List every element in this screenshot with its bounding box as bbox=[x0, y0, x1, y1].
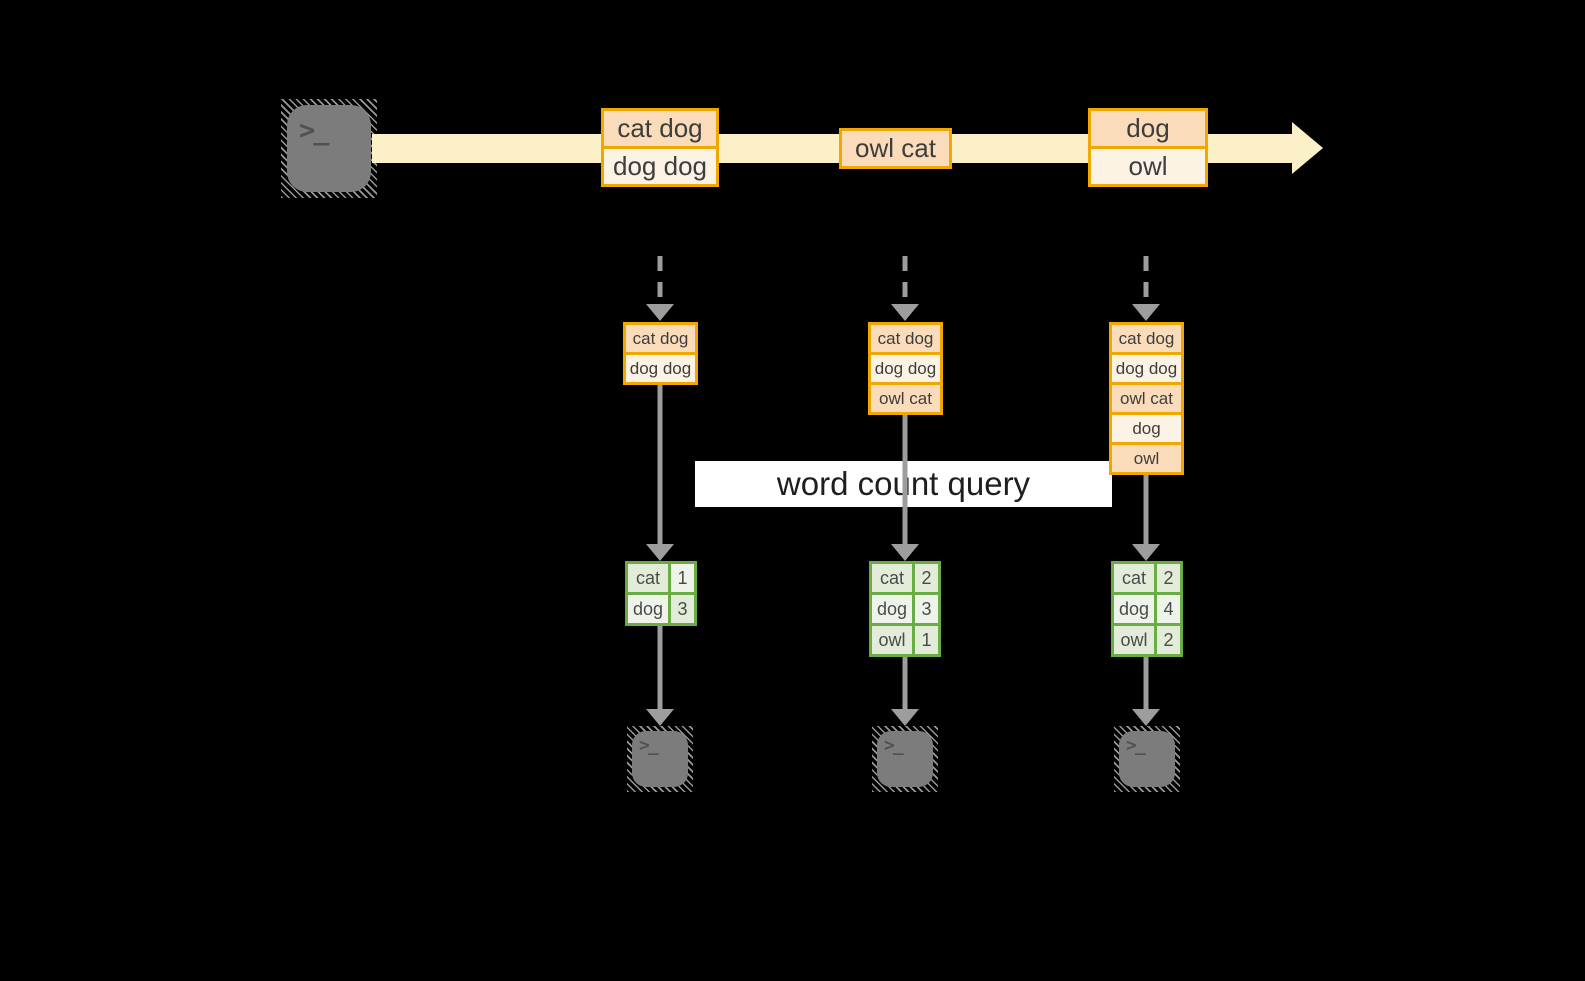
count-cell: 3 bbox=[671, 595, 694, 623]
count-cell: 4 bbox=[1157, 595, 1180, 623]
sink-terminal-icon-1: >_ bbox=[627, 726, 693, 792]
stream-batch-1: cat dog dog dog bbox=[601, 108, 719, 187]
trigger-arrow-2 bbox=[891, 256, 919, 321]
terminal-screen bbox=[877, 731, 933, 787]
input-row: owl bbox=[1109, 442, 1184, 475]
input-row: owl cat bbox=[868, 382, 943, 415]
stream-record: owl bbox=[1088, 146, 1208, 187]
source-terminal-icon: >_ bbox=[281, 99, 377, 198]
arrow-head-icon bbox=[891, 544, 919, 561]
arrow-head-icon bbox=[1132, 544, 1160, 561]
terminal-prompt-icon: >_ bbox=[299, 115, 329, 146]
input-row: cat dog bbox=[1109, 322, 1184, 355]
terminal-screen bbox=[1119, 731, 1175, 787]
input-table-2: cat dog dog dog owl cat bbox=[868, 322, 943, 415]
word-cell: dog bbox=[628, 595, 668, 623]
input-row: cat dog bbox=[623, 322, 698, 355]
stream-batch-3: dog owl bbox=[1088, 108, 1208, 187]
count-cell: 2 bbox=[1157, 564, 1180, 592]
stream-record: dog dog bbox=[601, 146, 719, 187]
terminal-prompt-icon: >_ bbox=[639, 735, 659, 756]
query-arrow-1 bbox=[646, 385, 674, 561]
input-table-1: cat dog dog dog bbox=[623, 322, 698, 385]
arrow-head-icon bbox=[646, 709, 674, 726]
trigger-arrow-3 bbox=[1132, 256, 1160, 321]
stream-record: owl cat bbox=[839, 128, 952, 169]
arrow-head-icon bbox=[646, 544, 674, 561]
input-row: dog bbox=[1109, 412, 1184, 445]
input-row: dog dog bbox=[1109, 352, 1184, 385]
terminal-prompt-icon: >_ bbox=[884, 735, 904, 756]
sink-terminal-icon-2: >_ bbox=[872, 726, 938, 792]
terminal-prompt-icon: >_ bbox=[1126, 735, 1146, 756]
arrow-head-icon bbox=[646, 304, 674, 321]
terminal-screen bbox=[287, 105, 371, 192]
stream-batch-2: owl cat bbox=[839, 128, 952, 169]
input-row: cat dog bbox=[868, 322, 943, 355]
input-table-3: cat dog dog dog owl cat dog owl bbox=[1109, 322, 1184, 475]
count-cell: 2 bbox=[1157, 626, 1180, 654]
terminal-screen bbox=[632, 731, 688, 787]
arrow-head-icon bbox=[1132, 304, 1160, 321]
word-cell: dog bbox=[872, 595, 912, 623]
output-arrow-3 bbox=[1132, 657, 1160, 726]
result-table-2: cat 2 dog 3 owl 1 bbox=[869, 561, 941, 657]
word-cell: cat bbox=[628, 564, 668, 592]
result-table-3: cat 2 dog 4 owl 2 bbox=[1111, 561, 1183, 657]
count-cell: 1 bbox=[671, 564, 694, 592]
count-cell: 1 bbox=[915, 626, 938, 654]
sink-terminal-icon-3: >_ bbox=[1114, 726, 1180, 792]
output-arrow-2 bbox=[891, 657, 919, 726]
query-arrow-2 bbox=[891, 415, 919, 561]
arrow-head-icon bbox=[891, 709, 919, 726]
word-cell: cat bbox=[872, 564, 912, 592]
word-cell: cat bbox=[1114, 564, 1154, 592]
stream-record: cat dog bbox=[601, 108, 719, 149]
arrow-head-icon bbox=[1132, 709, 1160, 726]
count-cell: 3 bbox=[915, 595, 938, 623]
stream-arrow-head-icon bbox=[1292, 122, 1323, 174]
count-cell: 2 bbox=[915, 564, 938, 592]
word-cell: owl bbox=[1114, 626, 1154, 654]
arrow-head-icon bbox=[891, 304, 919, 321]
word-cell: owl bbox=[872, 626, 912, 654]
output-arrow-1 bbox=[646, 626, 674, 726]
result-table-1: cat 1 dog 3 bbox=[625, 561, 697, 626]
stream-record: dog bbox=[1088, 108, 1208, 149]
query-arrow-3 bbox=[1132, 475, 1160, 561]
input-row: owl cat bbox=[1109, 382, 1184, 415]
word-cell: dog bbox=[1114, 595, 1154, 623]
trigger-arrow-1 bbox=[646, 256, 674, 321]
input-row: dog dog bbox=[623, 352, 698, 385]
input-row: dog dog bbox=[868, 352, 943, 385]
